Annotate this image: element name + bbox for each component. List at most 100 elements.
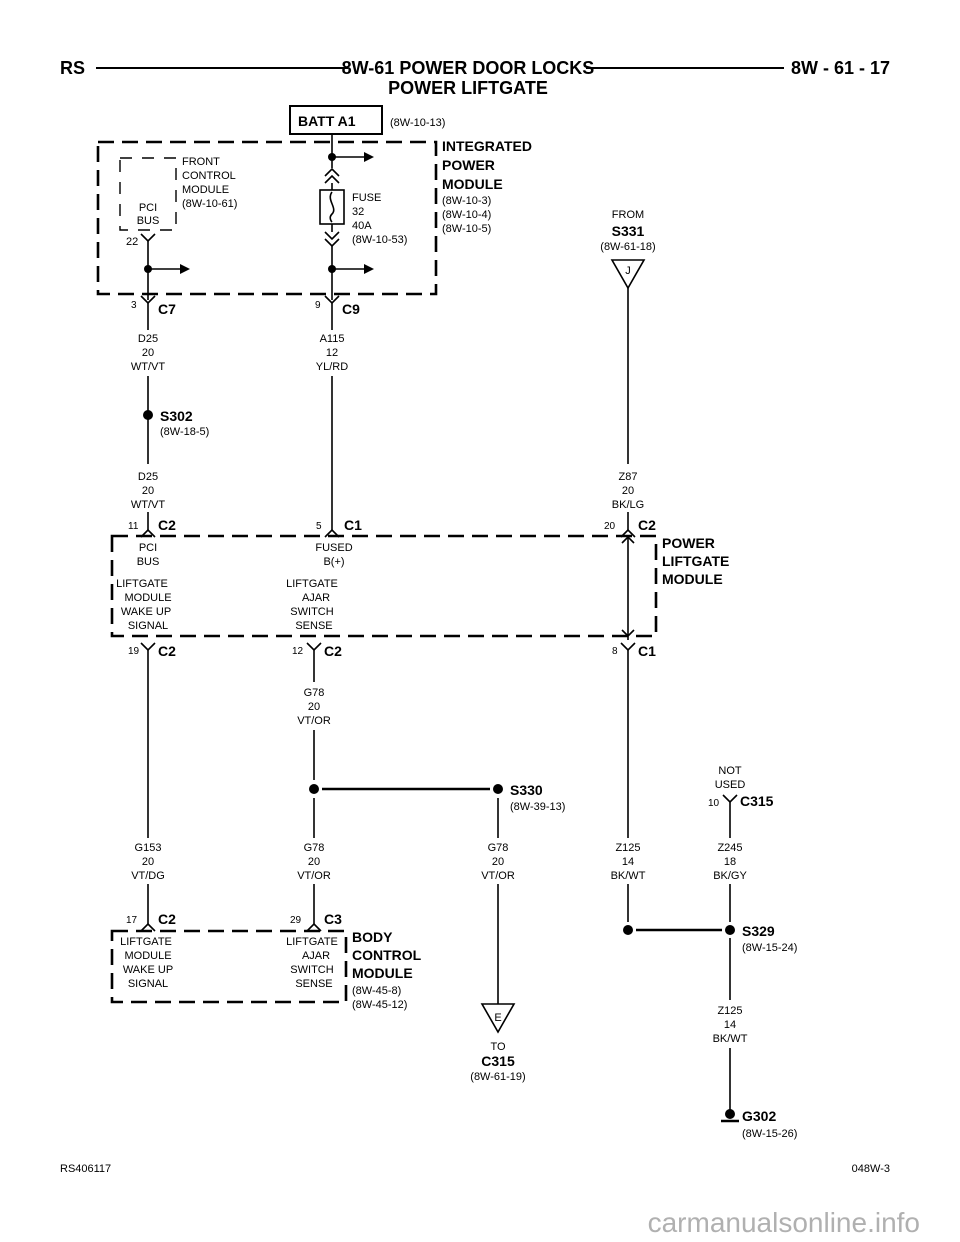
plm-c2-pin11-symbol [140, 528, 156, 538]
g78-top-gauge: 20 [308, 701, 320, 713]
plm-c1-pin8-pin: 8 [612, 646, 618, 657]
bcm-title-2: CONTROL [352, 947, 422, 963]
plm-title-3: MODULE [662, 571, 723, 587]
plm-ajar-3: SWITCH [290, 606, 333, 618]
plm-c2-pin20-symbol [620, 528, 636, 538]
z245-gauge: 18 [724, 856, 736, 868]
ipm-ref-2: (8W-10-4) [442, 209, 491, 221]
c9-pin: 9 [315, 300, 321, 311]
s330-name: S330 [510, 782, 543, 798]
plm-title-2: LIFTGATE [662, 553, 729, 569]
plm-c2-pin20-name: C2 [638, 517, 656, 533]
c315-name: C315 [740, 793, 774, 809]
fuse-32-element [329, 191, 335, 223]
footer-code: 048W-3 [852, 1163, 890, 1175]
fuse-lower-chevron [324, 231, 340, 248]
z125-top-gauge: 14 [622, 856, 634, 868]
c7-name: C7 [158, 301, 176, 317]
bcm-c2-pin17-symbol [140, 922, 156, 932]
plm-ajar-4: SENSE [295, 620, 332, 632]
c9-name: C9 [342, 301, 360, 317]
s302-ref: (8W-18-5) [160, 426, 209, 438]
g78-left-gauge: 20 [308, 856, 320, 868]
g78-left-circuit: G78 [304, 842, 325, 854]
plm-c2-pin12-symbol [306, 642, 322, 652]
fuse-upper-chevron [324, 167, 340, 184]
g78-top-color: VT/OR [297, 715, 331, 727]
plm-wake-2: MODULE [124, 592, 171, 604]
ipm-title-3: MODULE [442, 176, 503, 192]
plm-c2-pin19-symbol [140, 642, 156, 652]
s331-ref: (8W-61-18) [600, 241, 655, 253]
c315-to-name: C315 [481, 1053, 515, 1069]
g302-ground-dot [725, 1109, 735, 1119]
bcm-ref-2: (8W-45-12) [352, 999, 407, 1011]
d25-lower-gauge: 20 [142, 485, 154, 497]
fuse-label-2: 32 [352, 206, 364, 218]
d25-upper-gauge: 20 [142, 347, 154, 359]
g78-left-color: VT/OR [297, 870, 331, 882]
plm-boundary [110, 534, 658, 638]
ipm-title-2: POWER [442, 157, 495, 173]
bcm-c2-pin17-pin: 17 [126, 915, 138, 926]
s329-splice [725, 925, 735, 935]
s331-offpage-triangle [610, 259, 646, 290]
c315-not-used-1: NOT [718, 765, 742, 777]
plm-c1-pin5-symbol [324, 528, 340, 538]
header-subtitle: POWER LIFTGATE [388, 78, 548, 98]
fcm-pci-1: PCI [139, 202, 157, 214]
g78-right-color: VT/OR [481, 870, 515, 882]
c315-offpage-letter: E [494, 1012, 501, 1024]
a115-color: YL/RD [316, 361, 348, 373]
plm-c2-pin19-name: C2 [158, 643, 176, 659]
z125-top-circuit: Z125 [615, 842, 640, 854]
s302-name: S302 [160, 408, 193, 424]
c315-to-ref: (8W-61-19) [470, 1071, 525, 1083]
bcm-ajar-3: SWITCH [290, 964, 333, 976]
plm-c1-pin8-name: C1 [638, 643, 656, 659]
plm-pci-2: BUS [137, 556, 160, 568]
ipm-title-1: INTEGRATED [442, 138, 532, 154]
bcm-c3-pin29-symbol [306, 922, 322, 932]
fcm-label-1: FRONT [182, 156, 220, 168]
ipm-boundary [96, 140, 438, 296]
s329-ref: (8W-15-24) [742, 942, 797, 954]
plm-fused-1: FUSED [315, 542, 352, 554]
c315-connector-symbol [722, 794, 738, 804]
footer-watermark: carmanualsonline.info [648, 1207, 920, 1238]
a115-circuit: A115 [320, 333, 345, 345]
fuse-label-3: 40A [352, 220, 372, 232]
g302-name: G302 [742, 1108, 776, 1124]
c315-pin: 10 [708, 798, 720, 809]
d25-upper-color: WT/VT [131, 361, 165, 373]
fuse-32-box [319, 189, 345, 225]
plm-c2-pin12-name: C2 [324, 643, 342, 659]
z125-bot-gauge: 14 [724, 1019, 736, 1031]
plm-wake-3: WAKE UP [121, 606, 171, 618]
batt-a1-ref: (8W-10-13) [390, 117, 445, 129]
header-page-number: 8W - 61 - 17 [791, 58, 890, 78]
bcm-c3-pin29-name: C3 [324, 911, 342, 927]
plm-internal-arrow-bottom [621, 629, 635, 638]
fcm-inner-box [119, 157, 177, 231]
plm-wake-4: SIGNAL [128, 620, 168, 632]
bcm-wake-3: WAKE UP [123, 964, 173, 976]
bcm-boundary [110, 929, 348, 1004]
bcm-wake-2: MODULE [124, 950, 171, 962]
plm-internal-arrow-top [621, 535, 635, 544]
plm-wake-1: LIFTGATE [116, 578, 168, 590]
s329-left-dot [623, 925, 633, 935]
fuse-label-4: (8W-10-53) [352, 234, 407, 246]
bcm-wake-4: SIGNAL [128, 978, 168, 990]
s331-letter: J [625, 265, 631, 277]
ipm-pci-branch-arrow [180, 264, 190, 274]
z125-bot-color: BK/WT [713, 1033, 748, 1045]
d25-lower-circuit: D25 [138, 471, 158, 483]
s330-splice [493, 784, 503, 794]
g78-right-circuit: G78 [488, 842, 509, 854]
plm-c1-pin5-pin: 5 [316, 521, 322, 532]
c315-not-used-2: USED [715, 779, 746, 791]
z125-top-color: BK/WT [611, 870, 646, 882]
batt-a1-label: BATT A1 [298, 113, 356, 129]
